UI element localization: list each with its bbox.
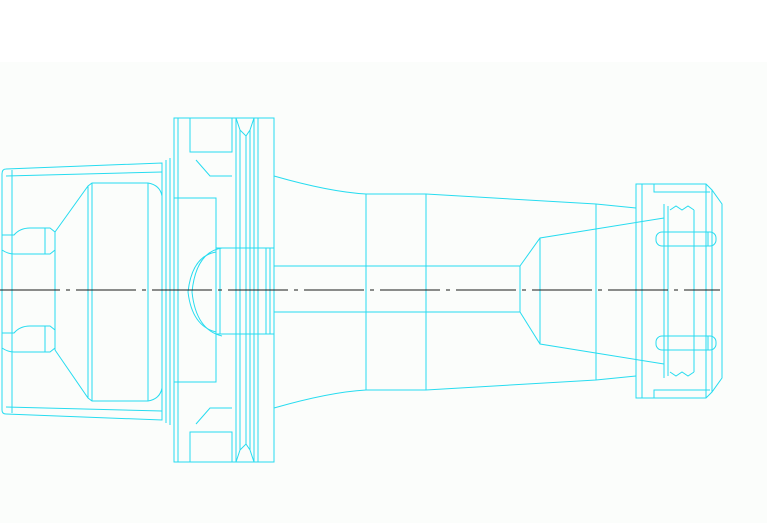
internal-bore — [187, 247, 520, 337]
canvas-background — [0, 62, 767, 523]
taper-shank — [1, 158, 171, 425]
collet-nut — [635, 183, 723, 399]
tapered-body — [273, 175, 665, 409]
